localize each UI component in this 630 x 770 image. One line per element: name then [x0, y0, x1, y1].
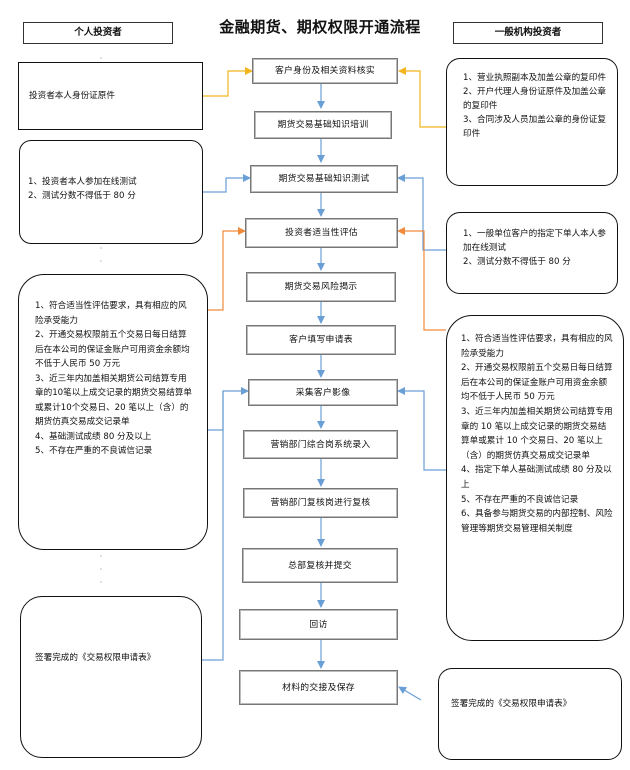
- left-suitability-connector: [208, 227, 246, 311]
- left-image-connector: [208, 387, 249, 431]
- list-item: 1、符合适当性评估要求，具有相应的风险承受能力: [35, 301, 187, 326]
- list-item: 6、具备参与期货交易的内部控制、风险管理等期货交易管理相关制度: [461, 509, 613, 534]
- institutional-investor-header: 一般机构投资者: [453, 22, 603, 44]
- list-item: 2、开户代理人身份证原件及加盖公章的复印件: [463, 87, 606, 111]
- list-item: 1、营业执照副本及加盖公章的复印件: [463, 73, 606, 83]
- step-label: 客户填写申请表: [289, 335, 353, 345]
- step-branch-review: 营销部门复核岗进行复核: [243, 488, 398, 518]
- right-test-connector: [397, 174, 446, 251]
- step-label: 期货交易基础知识测试: [278, 174, 370, 184]
- right-suitability-note: 1、符合适当性评估要求，具有相应的风险承受能力 2、开通交易权限前五个交易日每日…: [446, 315, 624, 641]
- left-suitability-list: 1、符合适当性评估要求，具有相应的风险承受能力 2、开通交易权限前五个交易日每日…: [35, 299, 195, 459]
- left-sign-text: 签署完成的《交易权限申请表》: [35, 653, 156, 663]
- left-id-docs-note: 投资者本人身份证原件: [18, 62, 203, 130]
- right-suitability-list: 1、符合适当性评估要求，具有相应的风险承受能力 2、开通交易权限前五个交易日每日…: [461, 332, 613, 536]
- step-label: 客户身份及相关资料核实: [274, 66, 376, 76]
- id-docs-connectors: [203, 67, 446, 128]
- list-item: 1、符合适当性评估要求，具有相应的风险承受能力: [461, 334, 613, 359]
- step-label: 期货交易风险揭示: [284, 282, 358, 292]
- list-item: 4、指定下单人基础测试成绩 80 分及以上: [461, 465, 612, 490]
- right-id-docs-note: 1、营业执照副本及加盖公章的复印件 2、开户代理人身份证原件及加盖公章的复印件 …: [446, 58, 618, 186]
- right-test-note: 1、一般单位客户的指定下单人本人参加在线测试 2、测试分数不得低于 80 分: [446, 212, 618, 294]
- page-title: 金融期货、期权权限开通流程: [219, 18, 421, 36]
- step-capture-images: 采集客户影像: [248, 379, 398, 406]
- step-label: 营销部门综合岗系统录入: [270, 439, 371, 450]
- right-sign-text: 签署完成的《交易权限申请表》: [451, 699, 572, 709]
- individual-investor-header-label: 个人投资者: [74, 27, 122, 38]
- list-item: 5、不存在严重的不良诚信记录: [461, 494, 579, 505]
- left-suitability-note: 1、符合适当性评估要求，具有相应的风险承受能力 2、开通交易权限前五个交易日每日…: [18, 274, 208, 550]
- step-label: 总部复核并提交: [288, 560, 352, 571]
- step-label: 采集客户影像: [295, 387, 351, 398]
- list-item: 3、近三年内加盖相关期货公司结算专用章的10笔以上成交记录的期货交易结算单或累计…: [35, 373, 193, 428]
- step-label: 材料的交接及保存: [282, 682, 355, 693]
- step-label: 投资者适当性评估: [285, 228, 358, 238]
- right-sign-connector: [398, 686, 422, 701]
- list-item: 2、测试分数不得低于 80 分: [463, 257, 571, 267]
- right-test-list: 1、一般单位客户的指定下单人本人参加在线测试 2、测试分数不得低于 80 分: [463, 227, 607, 269]
- step-identity-verification: 客户身份及相关资料核实: [252, 58, 398, 84]
- step-fill-application: 客户填写申请表: [246, 325, 396, 355]
- step-risk-disclosure: 期货交易风险揭示: [246, 272, 396, 302]
- list-item: 2、开通交易权限前五个交易日每日结算后在本公司的保证金账户可用资金余额均不低于人…: [461, 363, 613, 403]
- right-sign-note: 签署完成的《交易权限申请表》: [438, 668, 622, 760]
- list-item: 5、不存在严重的不良诚信记录: [35, 446, 153, 456]
- list-item: 3、合同涉及人员加盖公章的身份证复印件: [463, 115, 606, 139]
- step-label: 营销部门复核岗进行复核: [270, 498, 371, 508]
- step-knowledge-test: 期货交易基础知识测试: [250, 165, 398, 193]
- right-image-connector: [397, 387, 446, 471]
- step-label: 期货交易基础知识培训: [277, 120, 369, 130]
- step-system-entry: 营销部门综合岗系统录入: [243, 430, 398, 459]
- left-sign-connector: [202, 391, 224, 661]
- list-item: 2、测试分数不得低于 80 分: [28, 191, 136, 201]
- step-knowledge-training: 期货交易基础知识培训: [254, 111, 392, 139]
- list-item: 3、近三年内加盖相关期货公司结算专用章的 10 笔以上成交记录的期货交易结算单或…: [461, 406, 613, 461]
- left-test-connector: [203, 174, 251, 193]
- step-materials-handover: 材料的交接及保存: [239, 670, 398, 705]
- list-item: 1、一般单位客户的指定下单人本人参加在线测试: [463, 229, 606, 253]
- step-hq-review-submit: 总部复核并提交: [242, 548, 398, 583]
- step-return-visit: 回访: [239, 609, 398, 640]
- left-sign-note: 签署完成的《交易权限申请表》: [20, 596, 202, 758]
- right-suitability-connector: [397, 227, 446, 331]
- left-id-connector: [203, 67, 253, 97]
- right-id-connector: [398, 67, 446, 128]
- suitability-connectors: [208, 227, 446, 331]
- step-suitability-assessment: 投资者适当性评估: [245, 218, 398, 248]
- institutional-investor-header-label: 一般机构投资者: [494, 27, 562, 38]
- right-id-docs-list: 1、营业执照副本及加盖公章的复印件 2、开户代理人身份证原件及加盖公章的复印件 …: [463, 71, 607, 141]
- step-label: 回访: [309, 619, 328, 630]
- list-item: 4、基础测试成绩 80 分及以上: [35, 431, 152, 442]
- individual-investor-header: 个人投资者: [23, 22, 173, 44]
- left-test-note: 1、投资者本人参加在线测试 2、测试分数不得低于 80 分: [19, 140, 203, 244]
- sign-connectors: [202, 391, 422, 701]
- list-item: 2、开通交易权限前五个交易日每日结算后在本公司的保证金账户可用资金余额均不低于人…: [35, 330, 190, 369]
- test-connectors: [203, 174, 446, 251]
- left-id-docs-text: 投资者本人身份证原件: [29, 91, 115, 101]
- left-test-list: 1、投资者本人参加在线测试 2、测试分数不得低于 80 分: [28, 175, 194, 203]
- list-item: 1、投资者本人参加在线测试: [28, 177, 137, 187]
